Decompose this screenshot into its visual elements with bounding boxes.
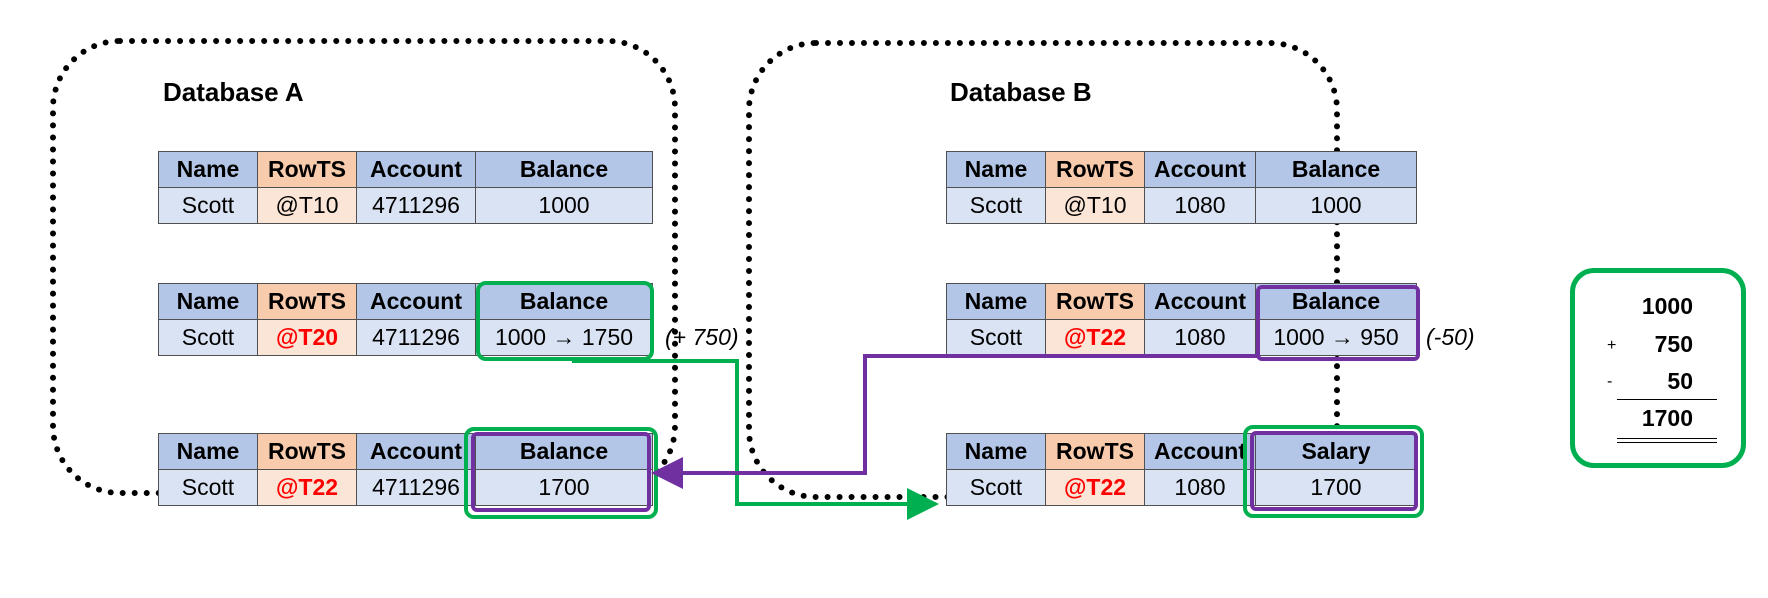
green-arrow-a-to-b — [572, 359, 939, 520]
summary-start-value: 1000 — [1641, 293, 1693, 319]
cell-balance: 1000 → 1750 — [475, 319, 653, 356]
cell-rowts: @T22 — [1045, 469, 1145, 506]
db-a-change-note: (+ 750) — [665, 324, 739, 350]
header-rowts: RowTS — [1045, 433, 1145, 470]
balance-summary-box: 1000 + 750 - 50 1700 — [1570, 268, 1746, 468]
cell-rowts: @T22 — [257, 469, 357, 506]
cell-rowts: @T22 — [1045, 319, 1145, 356]
database-a-title: Database A — [163, 77, 304, 107]
header-account: Account — [1144, 433, 1256, 470]
header-balance: Balance — [475, 151, 653, 188]
cell-account: 1080 — [1144, 187, 1256, 224]
header-account: Account — [1144, 151, 1256, 188]
cell-account: 4711296 — [356, 187, 476, 224]
cell-name: Scott — [158, 187, 258, 224]
header-rowts: RowTS — [257, 283, 357, 320]
header-rowts: RowTS — [1045, 283, 1145, 320]
summary-double-rule-2 — [1617, 442, 1717, 443]
summary-added-value: 750 — [1654, 331, 1693, 357]
cell-name: Scott — [946, 319, 1046, 356]
summary-double-rule-1 — [1617, 438, 1717, 439]
db-a-table-t10: Name RowTS Account Balance Scott @T10 47… — [158, 151, 653, 224]
summary-rule — [1617, 399, 1717, 400]
cell-account: 4711296 — [356, 319, 476, 356]
db-b-table-t22-balance: Name RowTS Account Balance Scott @T22 10… — [946, 283, 1417, 356]
header-name: Name — [946, 283, 1046, 320]
cell-account: 1080 — [1144, 319, 1256, 356]
header-account: Account — [356, 433, 476, 470]
cell-name: Scott — [158, 469, 258, 506]
db-a-table-t20: Name RowTS Account Balance Scott @T20 47… — [158, 283, 653, 356]
cell-rowts: @T10 — [1045, 187, 1145, 224]
header-salary: Salary — [1255, 433, 1417, 470]
header-name: Name — [946, 151, 1046, 188]
cell-name: Scott — [946, 469, 1046, 506]
db-b-salary-inner-highlight — [1250, 431, 1418, 511]
db-b-t22-balance-highlight — [1256, 285, 1420, 361]
cell-balance: 1000 → 950 — [1255, 319, 1417, 356]
summary-total-value: 1700 — [1641, 405, 1693, 431]
database-b-title: Database B — [950, 77, 1092, 107]
db-a-table-t22: Name RowTS Account Balance Scott @T22 47… — [158, 433, 653, 506]
header-rowts: RowTS — [1045, 151, 1145, 188]
header-name: Name — [946, 433, 1046, 470]
summary-subtracted-value: 50 — [1667, 368, 1693, 394]
cell-rowts: @T20 — [257, 319, 357, 356]
minus-sign: - — [1607, 373, 1613, 390]
db-a-t22-balance-inner-highlight — [471, 432, 651, 512]
cell-salary: 1700 — [1255, 469, 1417, 506]
db-a-t20-balance-highlight — [476, 281, 654, 361]
db-b-table-t10: Name RowTS Account Balance Scott @T10 10… — [946, 151, 1417, 224]
header-account: Account — [356, 283, 476, 320]
header-balance: Balance — [1255, 151, 1417, 188]
header-balance: Balance — [1255, 283, 1417, 320]
cell-name: Scott — [158, 319, 258, 356]
header-balance: Balance — [475, 433, 653, 470]
db-b-salary-outer-highlight — [1243, 425, 1424, 518]
plus-sign: + — [1607, 337, 1617, 354]
header-account: Account — [356, 151, 476, 188]
cell-balance: 1000 — [1255, 187, 1417, 224]
cell-account: 1080 — [1144, 469, 1256, 506]
cell-balance: 1000 — [475, 187, 653, 224]
header-name: Name — [158, 433, 258, 470]
db-b-table-t22-salary: Name RowTS Account Salary Scott @T22 108… — [946, 433, 1417, 506]
cell-rowts: @T10 — [257, 187, 357, 224]
db-b-change-note: (-50) — [1426, 324, 1475, 350]
cell-account: 4711296 — [356, 469, 476, 506]
header-rowts: RowTS — [257, 433, 357, 470]
purple-arrow-b-to-a — [651, 354, 1258, 489]
cell-balance: 1700 — [475, 469, 653, 506]
header-balance: Balance — [475, 283, 653, 320]
